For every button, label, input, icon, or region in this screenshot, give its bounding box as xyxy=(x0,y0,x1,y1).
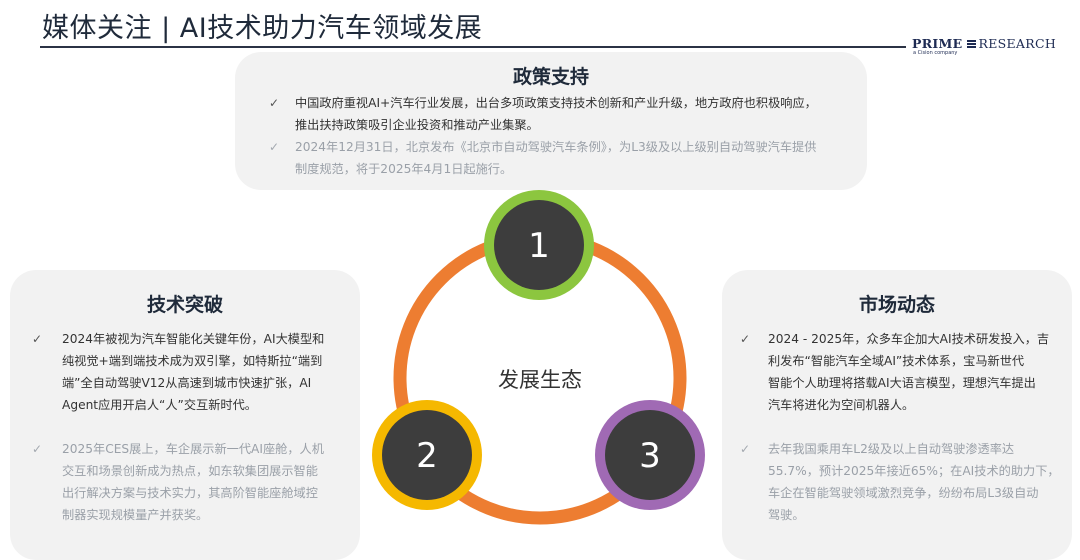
market-title: 市场动态 xyxy=(858,294,935,316)
policy-title: 政策支持 xyxy=(512,66,589,88)
logo-prime-text: PRIME xyxy=(912,36,963,51)
bullet-line: 2024年12月31日，北京发布《北京市自动驾驶汽车条例》，为L3级及以上级别自… xyxy=(295,140,817,154)
bullet-line: Agent应用开启人“人”交互新时代。 xyxy=(62,398,257,412)
tech-panel: 技术突破 ✓ 2024年被视为汽车智能化关键年份，AI大模型和 纯视觉+端到端技… xyxy=(10,270,360,560)
bullet-line: 利发布“智能汽车全域AI”技术体系，宝马新世代 xyxy=(768,354,1025,368)
tech-bullet-1: ✓ 2024年被视为汽车智能化关键年份，AI大模型和 纯视觉+端到端技术成为双引… xyxy=(32,328,352,416)
node-3-number: 3 xyxy=(639,436,661,476)
policy-bullet-2: ✓ 2024年12月31日，北京发布《北京市自动驾驶汽车条例》，为L3级及以上级… xyxy=(269,136,849,180)
bullet-line: 中国政府重视AI+汽车行业发展，出台多项政策支持技术创新和产业升级，地方政府也积… xyxy=(295,96,817,110)
bullet-line: 制度规范，将于2025年4月1日起施行。 xyxy=(295,162,513,176)
page-title: 媒体关注 | AI技术助力汽车领域发展 xyxy=(42,13,483,44)
bullet-line: 55.7%，预计2025年接近65%；在AI技术的助力下， xyxy=(768,464,1060,478)
check-icon: ✓ xyxy=(740,442,751,456)
node-2-core xyxy=(382,410,472,500)
logo-mark-icon xyxy=(966,40,976,49)
check-icon: ✓ xyxy=(32,332,43,346)
bullet-line: 车企在智能驾驶领域激烈竞争，纷纷布局L3级自动 xyxy=(768,486,1039,500)
bullet-line: 去年我国乘用车L2级及以上自动驾驶渗透率达 xyxy=(768,442,1015,456)
node-1-number: 1 xyxy=(528,226,550,266)
check-icon: ✓ xyxy=(32,442,43,456)
prime-research-logo: PRIME RESEARCH a Cision company xyxy=(912,36,1062,60)
check-icon: ✓ xyxy=(740,332,751,346)
tech-title: 技术突破 xyxy=(146,294,223,316)
logo-tagline: a Cision company xyxy=(913,50,958,56)
bullet-line: 2024年被视为汽车智能化关键年份，AI大模型和 xyxy=(62,332,325,346)
node-3: 3 xyxy=(595,400,705,510)
bullet-line: 出行解决方案与技术实力，其高阶智能座舱域控 xyxy=(62,486,318,500)
policy-panel: 政策支持 ✓ 中国政府重视AI+汽车行业发展，出台多项政策支持技术创新和产业升级… xyxy=(235,52,867,190)
market-bullet-2: ✓ 去年我国乘用车L2级及以上自动驾驶渗透率达 55.7%，预计2025年接近6… xyxy=(740,438,1066,526)
check-icon: ✓ xyxy=(269,140,280,154)
bullet-line: 智能个人助理将搭载AI大语言模型，理想汽车提出 xyxy=(768,376,1036,390)
bullet-line: 端”全自动驾驶V12从高速到城市快速扩张，AI xyxy=(62,376,312,390)
policy-bullet-1: ✓ 中国政府重视AI+汽车行业发展，出台多项政策支持技术创新和产业升级，地方政府… xyxy=(269,92,849,136)
bullet-line: 纯视觉+端到端技术成为双引擎，如特斯拉“端到 xyxy=(62,354,323,368)
node-3-core xyxy=(605,410,695,500)
node-1: 1 xyxy=(484,190,594,300)
market-panel: 市场动态 ✓ 2024 - 2025年，众多车企加大AI技术研发投入，吉 利发布… xyxy=(722,270,1072,560)
bullet-line: 2025年CES展上，车企展示新一代AI座舱，人机 xyxy=(62,442,324,456)
node-2-number: 2 xyxy=(416,436,438,476)
bullet-line: 汽车将进化为空间机器人。 xyxy=(768,398,915,412)
bullet-line: 制器实现规模量产并获奖。 xyxy=(62,508,209,522)
check-icon: ✓ xyxy=(269,96,280,110)
bullet-line: 2024 - 2025年，众多车企加大AI技术研发投入，吉 xyxy=(768,332,1050,346)
ecosystem-cycle-diagram: 1 2 3 xyxy=(372,190,705,525)
node-1-core xyxy=(494,200,584,290)
tech-bullet-2: ✓ 2025年CES展上，车企展示新一代AI座舱，人机 交互和场景创新成为热点，… xyxy=(32,438,352,526)
bullet-line: 驾驶。 xyxy=(768,508,805,522)
market-bullet-1: ✓ 2024 - 2025年，众多车企加大AI技术研发投入，吉 利发布“智能汽车… xyxy=(740,328,1066,416)
node-2: 2 xyxy=(372,400,482,510)
bullet-line: 推出扶持政策吸引企业投资和推动产业集聚。 xyxy=(295,118,539,132)
bullet-line: 交互和场景创新成为热点，如东软集团展示智能 xyxy=(62,464,318,478)
diagram-center-label: 发展生态 xyxy=(498,368,582,392)
logo-research-text: RESEARCH xyxy=(978,36,1057,51)
title-underline xyxy=(40,46,906,48)
